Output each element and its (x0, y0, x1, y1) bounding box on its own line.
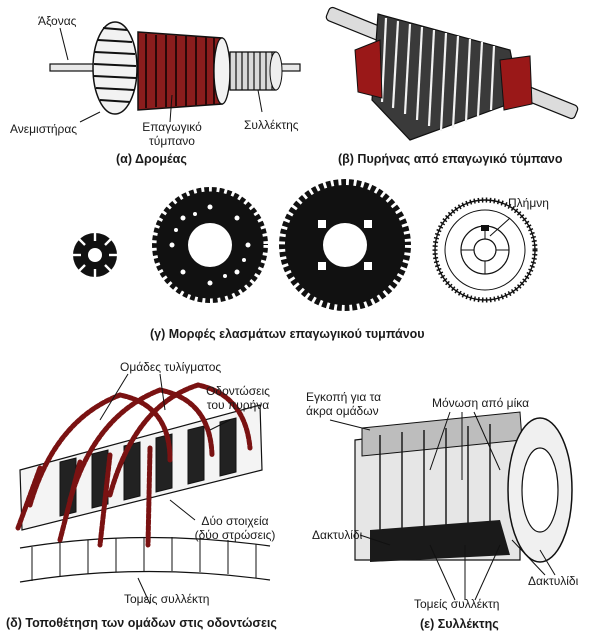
label-sectors-d: Τομείς συλλέκτη (124, 592, 210, 606)
label-teeth-line1: Οδοντώσεις (206, 384, 270, 398)
label-key: Πλήμνη (508, 196, 549, 210)
label-axon: Άξονας (38, 14, 77, 28)
label-teeth: Οδοντώσεις του πυρήνα (198, 384, 278, 412)
lamination-small (73, 233, 117, 277)
label-mica: Μόνωση από μίκα (432, 396, 530, 410)
label-coil-groups: Ομάδες τυλίγματος (120, 360, 222, 374)
commutator-drawing (329, 411, 573, 601)
label-slot: Εγκοπή για τα άκρα ομάδων (306, 390, 381, 418)
label-two-elements-line1: Δύο στοιχεία (201, 514, 269, 528)
label-teeth-line2: του πυρήνα (206, 398, 270, 412)
label-slot-line1: Εγκοπή για τα (306, 390, 382, 404)
lamination-with-key (432, 197, 538, 303)
caption-d: (δ) Τοποθέτηση των ομάδων στις οδοντώσει… (6, 616, 277, 630)
label-slot-line2: άκρα ομάδων (306, 404, 379, 418)
rotor-commutator (229, 51, 283, 91)
label-two-elements-line2: (δύο στρώσεις) (194, 528, 276, 542)
label-commutator: Συλλέκτης (244, 118, 299, 132)
label-fan: Ανεμιστήρας (10, 122, 78, 136)
label-drum: Επαγωγικό τύμπανο (132, 120, 212, 148)
caption-b: (β) Πυρήνας από επαγωγικό τύμπανο (338, 152, 563, 166)
core-drawing (325, 6, 579, 141)
caption-e: (ε) Συλλέκτης (420, 617, 499, 631)
caption-a: (α) Δρομέας (116, 152, 187, 166)
rotor-fan (92, 21, 138, 115)
label-two-elements: Δύο στοιχεία (δύο στρώσεις) (190, 514, 280, 542)
rotor-drawing (49, 21, 301, 123)
rotor-drum (137, 31, 231, 111)
caption-c: (γ) Μορφές ελασμάτων επαγωγικού τυμπάνου (150, 327, 425, 341)
label-ring-left: Δακτυλίδι (312, 528, 363, 542)
label-ring-right: Δακτυλίδι (528, 574, 579, 588)
label-sectors-e: Τομείς συλλέκτη (414, 597, 500, 611)
label-drum-line2: τύμπανο (149, 134, 195, 148)
label-drum-line1: Επαγωγικό (142, 120, 202, 134)
lamination-large (273, 173, 417, 317)
winding-drawing (15, 373, 271, 605)
rotor-leader-lines (59, 27, 263, 123)
lamination-medium (147, 182, 273, 308)
